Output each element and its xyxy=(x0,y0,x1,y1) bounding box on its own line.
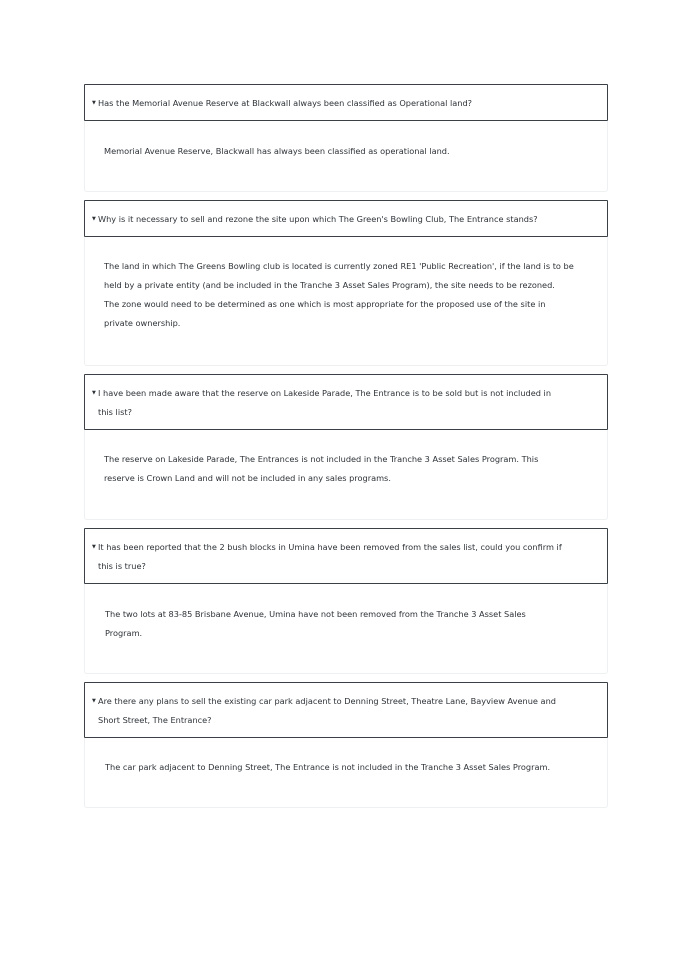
faq-answer: The reserve on Lakeside Parade, The Entr… xyxy=(84,430,608,520)
answer-line: Program. xyxy=(105,628,143,638)
answer-line: Memorial Avenue Reserve, Blackwall has a… xyxy=(104,146,450,156)
answer-line: The land in which The Greens Bowling clu… xyxy=(104,261,574,271)
faq-question-toggle[interactable]: ▼ Has the Memorial Avenue Reserve at Bla… xyxy=(84,84,608,121)
faq-item: ▼ I have been made aware that the reserv… xyxy=(84,374,608,520)
faq-answer: The car park adjacent to Denning Street,… xyxy=(84,738,608,808)
answer-line: private ownership. xyxy=(104,318,181,328)
question-line: It has been reported that the 2 bush blo… xyxy=(98,542,562,552)
answer-line: The reserve on Lakeside Parade, The Entr… xyxy=(104,454,539,464)
question-line: Short Street, The Entrance? xyxy=(98,714,212,725)
question-line: this is true? xyxy=(98,560,146,571)
caret-down-icon: ▼ xyxy=(92,100,96,106)
faq-question-text: I have been made aware that the reserve … xyxy=(98,384,597,421)
answer-line: The zone would need to be determined as … xyxy=(104,299,546,309)
faq-item: ▼ Are there any plans to sell the existi… xyxy=(84,682,608,808)
caret-down-icon: ▼ xyxy=(92,216,96,222)
caret-down-icon: ▼ xyxy=(92,698,96,704)
faq-question-toggle[interactable]: ▼ I have been made aware that the reserv… xyxy=(84,374,608,430)
faq-question-toggle[interactable]: ▼ It has been reported that the 2 bush b… xyxy=(84,528,608,584)
caret-down-icon: ▼ xyxy=(92,390,96,396)
faq-question-text: It has been reported that the 2 bush blo… xyxy=(98,538,597,575)
faq-answer: The land in which The Greens Bowling clu… xyxy=(84,237,608,366)
question-line: Are there any plans to sell the existing… xyxy=(98,696,556,706)
faq-question-text: Are there any plans to sell the existing… xyxy=(98,692,597,729)
question-line: Why is it necessary to sell and rezone t… xyxy=(98,214,538,224)
faq-item: ▼ Why is it necessary to sell and rezone… xyxy=(84,200,608,366)
question-line: Has the Memorial Avenue Reserve at Black… xyxy=(98,98,473,108)
faq-item: ▼ It has been reported that the 2 bush b… xyxy=(84,528,608,674)
answer-line: held by a private entity (and be include… xyxy=(104,280,555,290)
faq-question-text: Why is it necessary to sell and rezone t… xyxy=(98,210,597,229)
question-line: I have been made aware that the reserve … xyxy=(98,388,552,398)
question-line: this list? xyxy=(98,406,132,417)
faq-question-text: Has the Memorial Avenue Reserve at Black… xyxy=(98,94,597,113)
answer-line: reserve is Crown Land and will not be in… xyxy=(104,473,391,483)
faq-item: ▼ Has the Memorial Avenue Reserve at Bla… xyxy=(84,84,608,192)
answer-line: The two lots at 83-85 Brisbane Avenue, U… xyxy=(105,609,526,619)
faq-question-toggle[interactable]: ▼ Are there any plans to sell the existi… xyxy=(84,682,608,738)
faq-answer: The two lots at 83-85 Brisbane Avenue, U… xyxy=(84,584,608,674)
answer-line: The car park adjacent to Denning Street,… xyxy=(105,762,551,772)
faq-answer: Memorial Avenue Reserve, Blackwall has a… xyxy=(84,121,608,192)
faq-question-toggle[interactable]: ▼ Why is it necessary to sell and rezone… xyxy=(84,200,608,237)
caret-down-icon: ▼ xyxy=(92,544,96,550)
